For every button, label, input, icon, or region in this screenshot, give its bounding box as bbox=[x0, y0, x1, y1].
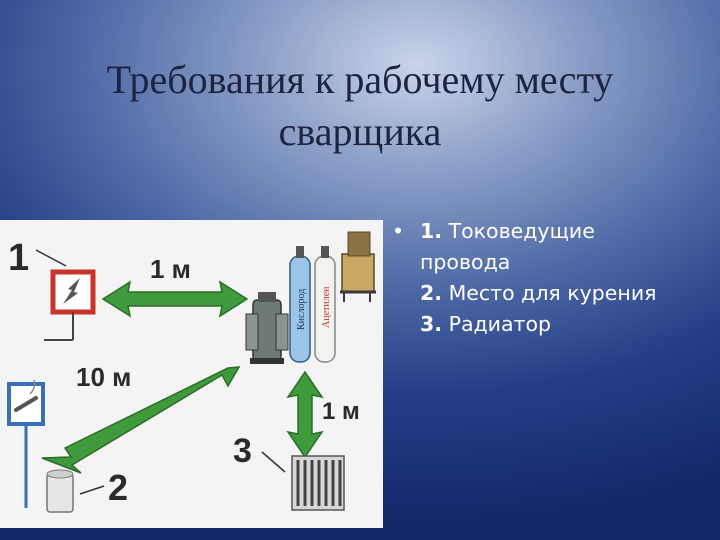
distance-arrow-vertical bbox=[286, 370, 324, 459]
distance-label-vertical: 1 м bbox=[322, 398, 360, 425]
radiator-icon bbox=[291, 455, 345, 511]
bullet-list: • 1. Токоведущие провода 2. Место для кур… bbox=[392, 216, 720, 340]
oxygen-cylinder-icon: Кислород bbox=[289, 246, 311, 363]
pointer-line-2 bbox=[79, 485, 105, 495]
bullet-item-1-number: 1. bbox=[420, 219, 443, 243]
bullet-item-2: 2. Место для курения bbox=[392, 278, 720, 309]
distance-label-top: 1 м bbox=[150, 254, 191, 284]
electric-hazard-sign bbox=[44, 269, 96, 341]
slide-title-line-2: сварщика bbox=[278, 109, 442, 154]
bullet-item-3-number: 3. bbox=[420, 312, 443, 336]
bullet-item-3-text: Радиатор bbox=[442, 312, 552, 336]
oxygen-cylinder-label: Кислород bbox=[296, 289, 307, 330]
bullet-item-1-continuation: провода bbox=[392, 247, 720, 278]
distance-label-diagonal: 10 м bbox=[76, 362, 131, 392]
label-3: 3 bbox=[233, 432, 252, 470]
bullet-item-1-text: Токоведущие bbox=[442, 219, 595, 243]
distance-arrow-top bbox=[101, 280, 249, 318]
bullet-item-1-cont-text: провода bbox=[420, 250, 511, 274]
bullet-item-2-text: Место для курения bbox=[442, 281, 657, 305]
ash-bin-icon bbox=[46, 469, 74, 513]
distance-arrow-diagonal bbox=[41, 366, 241, 474]
label-1: 1 bbox=[8, 237, 29, 279]
workplace-illustration: 1 1 м Кислород Ацетилен bbox=[0, 220, 383, 528]
slide-title-line-1: Требования к рабочему месту bbox=[106, 57, 614, 102]
acetylene-cylinder-label: Ацетилен bbox=[321, 286, 332, 328]
bullet-item-3: 3. Радиатор bbox=[392, 309, 720, 340]
pointer-line-1 bbox=[35, 249, 67, 267]
smoking-area-sign bbox=[7, 379, 45, 508]
bullet-item-1: • 1. Токоведущие bbox=[392, 216, 720, 247]
slide-title: Требования к рабочему месту сварщика bbox=[40, 54, 680, 158]
label-2: 2 bbox=[108, 467, 128, 508]
pointer-line-3 bbox=[261, 451, 286, 473]
welding-transformer-icon bbox=[245, 292, 289, 364]
bullet-dot: • bbox=[392, 219, 405, 243]
acetylene-cylinder-icon: Ацетилен bbox=[314, 246, 336, 363]
welding-machine-icon bbox=[340, 231, 376, 302]
bullet-item-2-number: 2. bbox=[420, 281, 443, 305]
